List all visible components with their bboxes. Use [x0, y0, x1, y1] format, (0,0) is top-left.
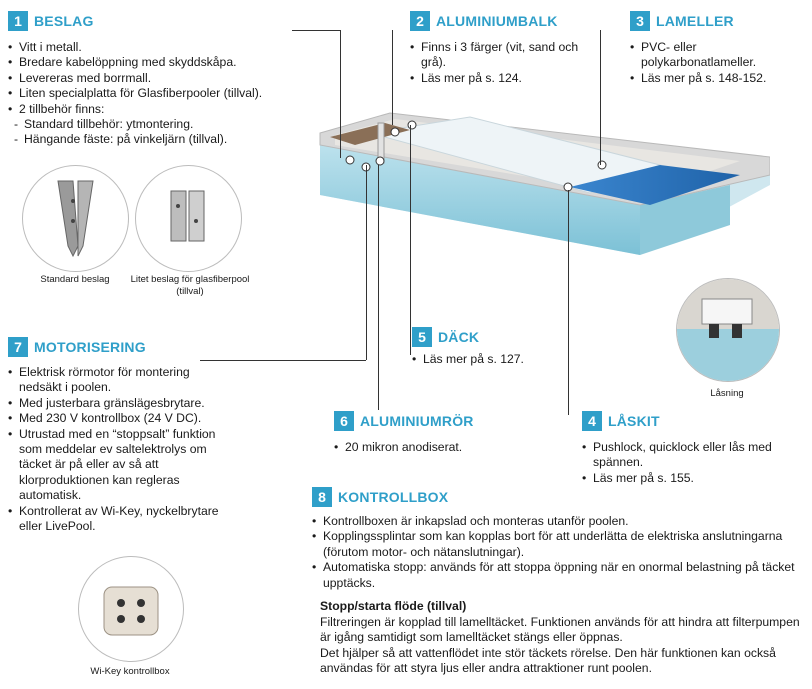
section-dack: 5 DÄCK Läs mer på s. 127. [412, 326, 612, 368]
list-item: Kontrollerat av Wi-Key, nyckelbrytare el… [8, 504, 233, 535]
caption-standard: Standard beslag [40, 274, 110, 285]
section-aluminiumror: 6 ALUMINIUMRÖR 20 mikron anodiserat. [334, 410, 534, 456]
caption-wikey: Wi-Key kontrollbox [90, 666, 170, 677]
subtitle: Stopp/starta flöde (tillval) [320, 599, 467, 614]
section-number: 5 [412, 327, 432, 347]
section-number: 2 [410, 11, 430, 31]
section-title: MOTORISERING [34, 339, 146, 355]
list-item: 2 tillbehör finns: [8, 102, 308, 118]
paragraph: Filtreringen är kopplad till lamelltäcke… [320, 614, 800, 676]
section-motorisering: 7 MOTORISERING Elektrisk rörmotor för mo… [8, 336, 233, 534]
leader-line [200, 360, 366, 361]
list-item: Läs mer på s. 127. [412, 352, 612, 368]
list-item: Levereras med borrmall. [8, 71, 308, 87]
leader-line [392, 30, 393, 125]
section-laskit: 4 LÅSKIT Pushlock, quicklock eller lås m… [582, 410, 802, 487]
list-item: Kopplingssplintar som kan kopplas bort f… [312, 529, 802, 560]
list-item: Läs mer på s. 148-152. [630, 71, 800, 87]
list-item: Med justerbara gränslägesbrytare. [8, 396, 233, 412]
list-item: Kontrollboxen är inkapslad och monteras … [312, 514, 802, 530]
section-number: 4 [582, 411, 602, 431]
list-item: Läs mer på s. 155. [582, 471, 802, 487]
list-item: Elektrisk rörmotor för montering nedsäkt… [8, 365, 233, 396]
list-item: Bredare kabelöppning med skyddskåpa. [8, 55, 308, 71]
list-item: Vitt i metall. [8, 40, 308, 56]
section-title: ALUMINIUMRÖR [360, 413, 474, 429]
section-title: BESLAG [34, 13, 94, 29]
leader-line [568, 190, 569, 415]
locking-image [676, 278, 780, 382]
leader-line [340, 30, 341, 158]
section-lameller: 3 LAMELLER PVC- eller polykarbonatlamell… [630, 10, 800, 87]
section-number: 3 [630, 11, 650, 31]
list-item: Liten specialplatta för Glasfiberpooler … [8, 86, 308, 102]
section-beslag: 1 BESLAG Vitt i metall. Bredare kabelöpp… [8, 10, 308, 148]
small-bracket-image [135, 165, 242, 272]
section-aluminiumbalk: 2 ALUMINIUMBALK Finns i 3 färger (vit, s… [410, 10, 580, 87]
section-number: 8 [312, 487, 332, 507]
list-item: Utrustad med en “stoppsalt” funktion som… [8, 427, 233, 504]
list-item: Pushlock, quicklock eller lås med spänne… [582, 440, 802, 471]
list-item: Automatiska stopp: används för att stopp… [312, 560, 802, 591]
wikey-image [78, 556, 184, 662]
leader-line [600, 30, 601, 165]
list-subitem: Hängande fäste: på vinkeljärn (tillval). [8, 132, 308, 148]
leader-line [366, 165, 367, 360]
leader-line [410, 125, 411, 355]
list-item: Med 230 V kontrollbox (24 V DC). [8, 411, 233, 427]
section-title: DÄCK [438, 329, 480, 345]
caption-lasning: Låsning [710, 388, 744, 399]
caption-litet: Litet beslag för glasfiberpool (tillval) [130, 274, 250, 297]
pool-illustration [319, 112, 770, 255]
section-number: 6 [334, 411, 354, 431]
list-subitem: Standard tillbehör: ytmontering. [8, 117, 308, 133]
leader-line [292, 30, 340, 31]
section-title: KONTROLLBOX [338, 489, 449, 505]
list-item: 20 mikron anodiserat. [334, 440, 534, 456]
section-number: 1 [8, 11, 28, 31]
standard-bracket-image [22, 165, 129, 272]
section-title: ALUMINIUMBALK [436, 13, 558, 29]
list-item: Läs mer på s. 124. [410, 71, 580, 87]
section-kontrollbox: 8 KONTROLLBOX Kontrollboxen är inkapslad… [312, 486, 802, 677]
section-title: LAMELLER [656, 13, 734, 29]
list-item: PVC- eller polykarbonatlameller. [630, 40, 800, 71]
list-item: Finns i 3 färger (vit, sand och grå). [410, 40, 580, 71]
section-number: 7 [8, 337, 28, 357]
leader-line [378, 165, 379, 410]
section-title: LÅSKIT [608, 413, 660, 429]
